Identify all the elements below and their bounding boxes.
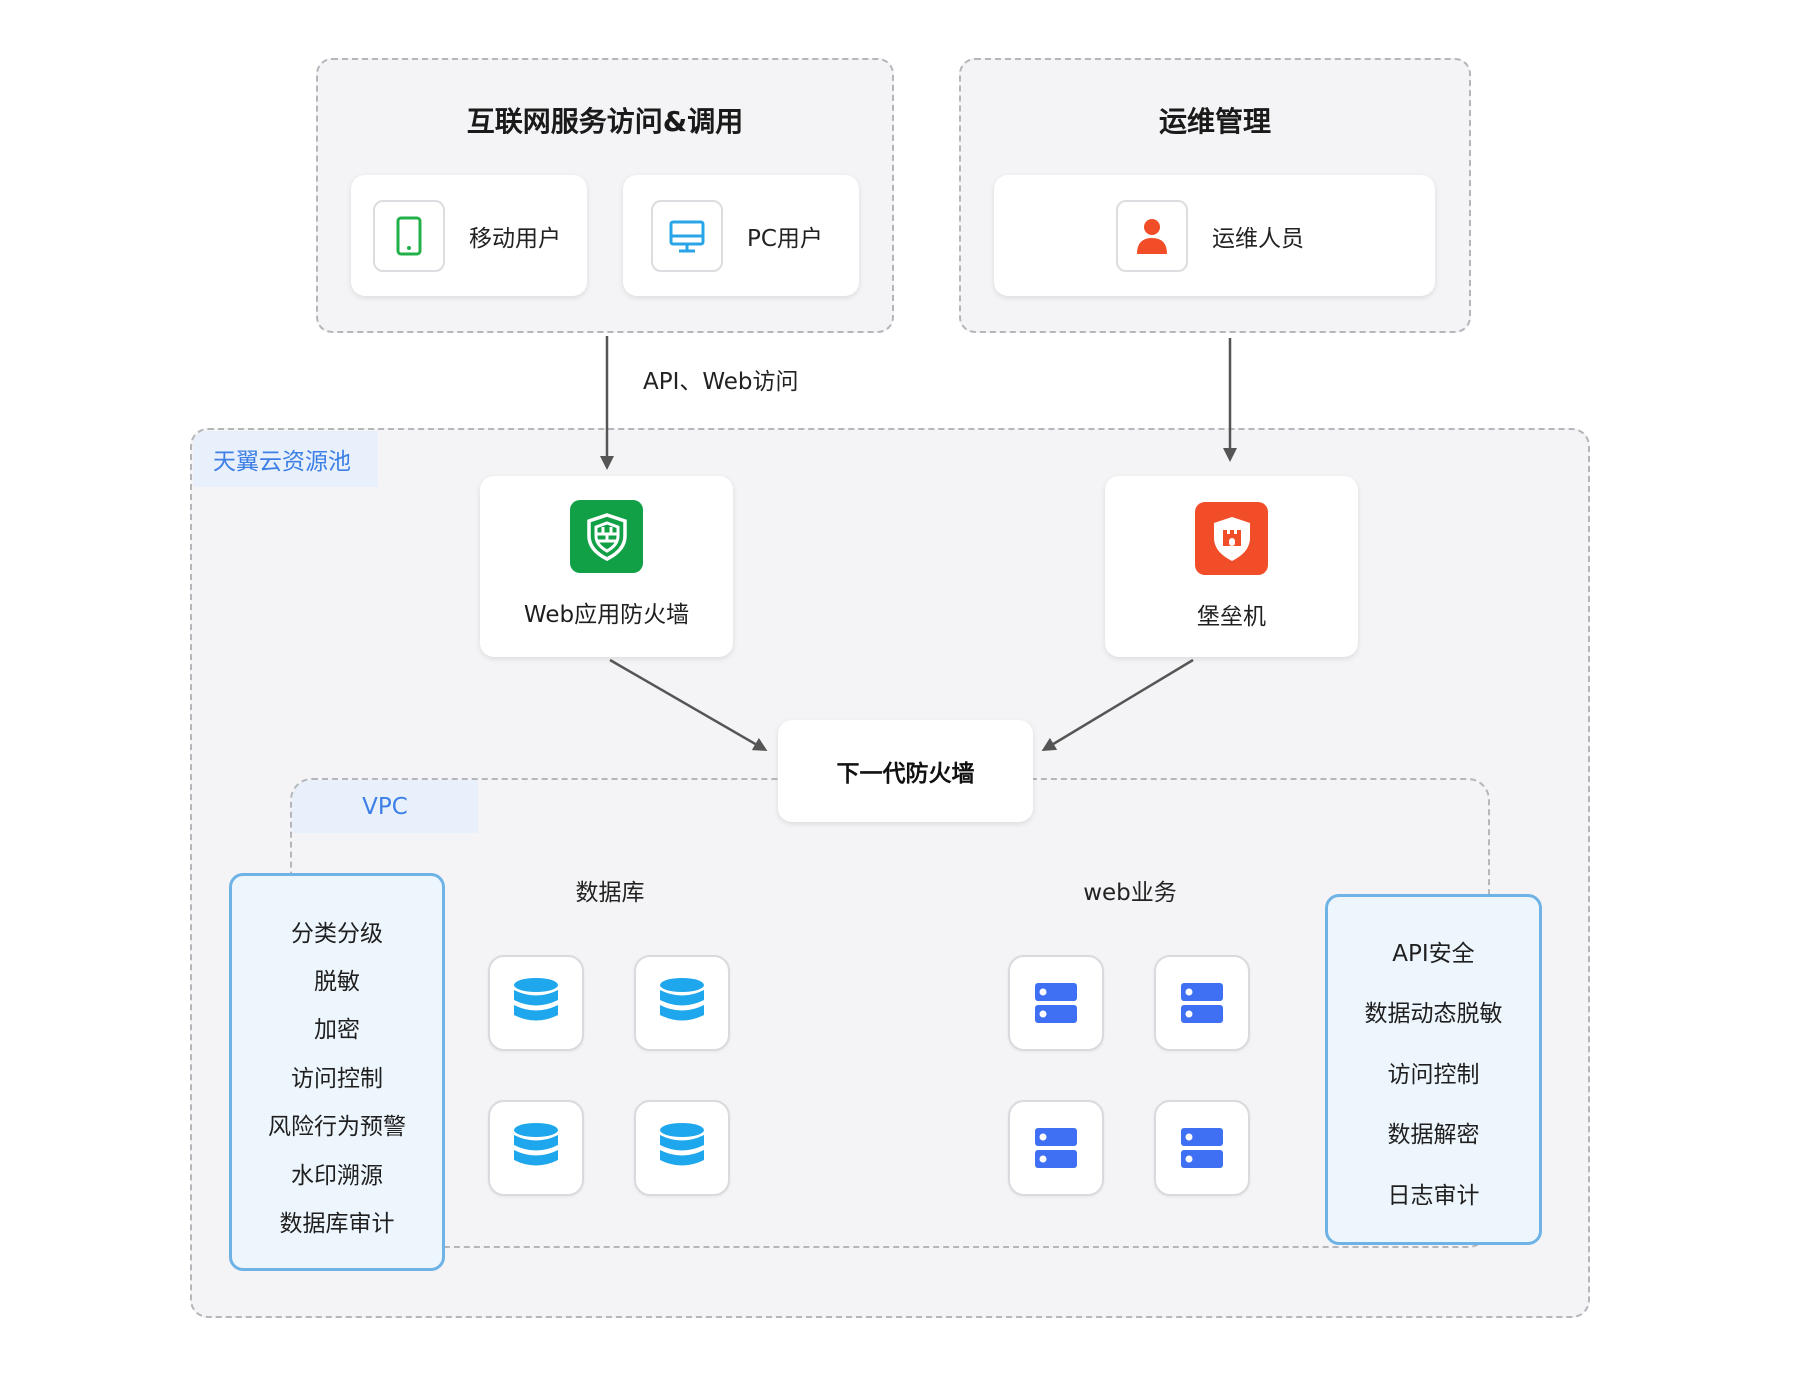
mobile-phone-icon bbox=[373, 199, 445, 272]
server-icon bbox=[1008, 955, 1104, 1051]
api-web-access-label: API、Web访问 bbox=[643, 369, 799, 395]
waf-label: Web应用防火墙 bbox=[523, 602, 690, 628]
database-title: 数据库 bbox=[575, 880, 645, 906]
bastion-label: 堡垒机 bbox=[1197, 604, 1266, 630]
internet-group-title: 互联网服务访问&调用 bbox=[466, 105, 744, 138]
database-icon bbox=[634, 1100, 730, 1196]
shield-icon bbox=[570, 500, 643, 573]
mobile-user-card: 移动用户 bbox=[351, 175, 587, 296]
desktop-monitor-icon bbox=[651, 199, 723, 272]
mobile-user-label: 移动用户 bbox=[469, 225, 561, 252]
waf-card: Web应用防火墙 bbox=[480, 476, 733, 657]
web-business-title: web业务 bbox=[1083, 880, 1177, 906]
security-item: 日志审计 bbox=[1387, 1183, 1480, 1209]
pc-user-card: PC用户 bbox=[623, 175, 859, 296]
security-item: 加密 bbox=[314, 1017, 360, 1043]
database-security-panel: 分类分级 脱敏 加密 访问控制 风险行为预警 水印溯源 数据库审计 bbox=[229, 873, 445, 1271]
vpc-tag: VPC bbox=[292, 780, 478, 833]
web-security-panel: API安全 数据动态脱敏 访问控制 数据解密 日志审计 bbox=[1325, 894, 1542, 1245]
database-icon bbox=[488, 1100, 584, 1196]
database-icon bbox=[488, 955, 584, 1051]
ops-user-card: 运维人员 bbox=[994, 175, 1435, 296]
resource-pool-tag: 天翼云资源池 bbox=[193, 431, 378, 487]
security-item: 数据库审计 bbox=[279, 1211, 395, 1237]
security-item: 数据动态脱敏 bbox=[1364, 1001, 1503, 1027]
pc-user-label: PC用户 bbox=[747, 225, 823, 252]
ops-group-title: 运维管理 bbox=[1158, 105, 1271, 138]
server-icon bbox=[1008, 1100, 1104, 1196]
security-item: 数据解密 bbox=[1387, 1122, 1480, 1148]
bastion-card: 堡垒机 bbox=[1105, 476, 1358, 657]
server-icon bbox=[1154, 955, 1250, 1051]
server-icon bbox=[1154, 1100, 1250, 1196]
security-item: 访问控制 bbox=[291, 1066, 383, 1092]
security-item: 水印溯源 bbox=[291, 1163, 383, 1189]
security-item: API安全 bbox=[1392, 941, 1475, 967]
security-item: 风险行为预警 bbox=[268, 1114, 406, 1140]
security-item: 分类分级 bbox=[291, 921, 383, 947]
security-item: 脱敏 bbox=[314, 969, 360, 995]
fortress-icon bbox=[1195, 502, 1268, 575]
ngfw-card: 下一代防火墙 bbox=[778, 720, 1033, 822]
database-icon bbox=[634, 955, 730, 1051]
ops-user-label: 运维人员 bbox=[1212, 225, 1304, 252]
security-item: 访问控制 bbox=[1387, 1062, 1480, 1088]
vpc-region bbox=[290, 778, 1490, 1248]
person-icon bbox=[1116, 199, 1188, 272]
